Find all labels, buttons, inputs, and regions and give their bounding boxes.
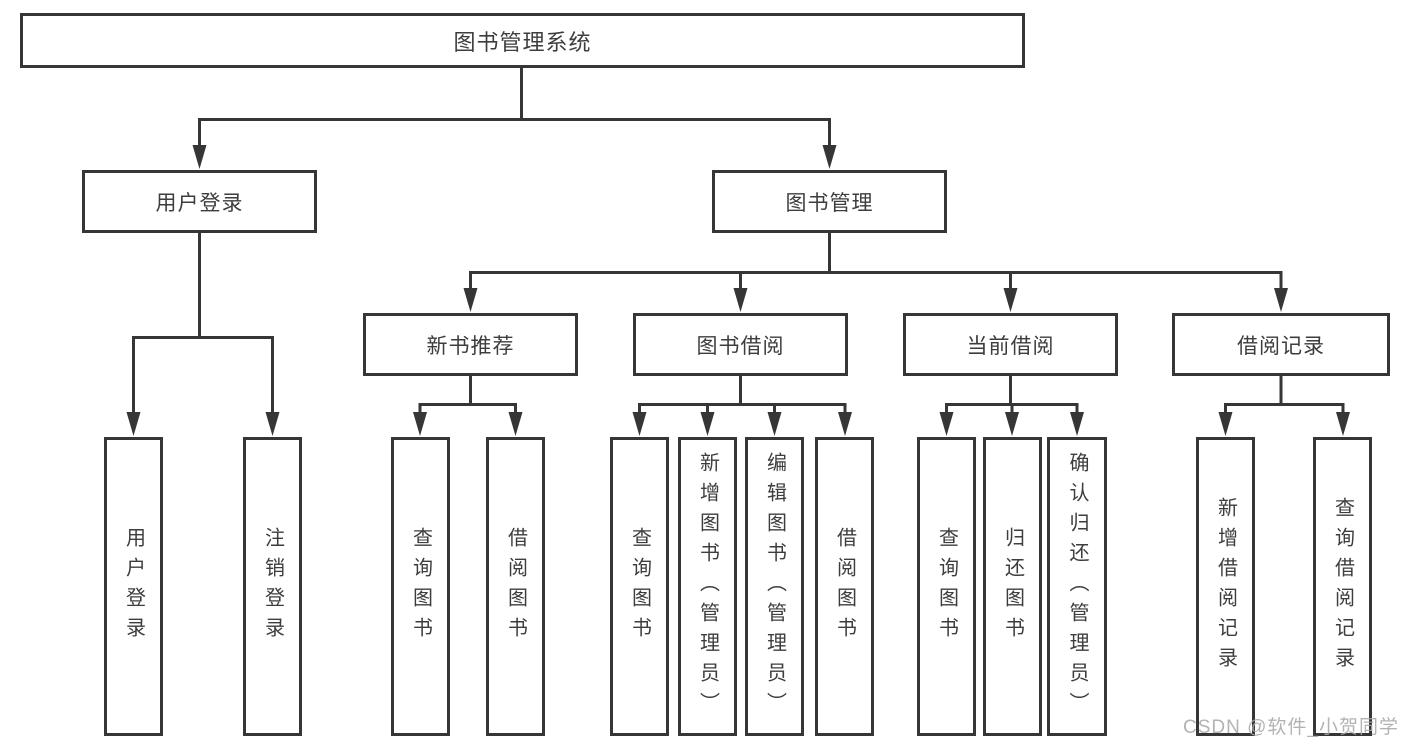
node-current-borrow: 当前借阅 [903,313,1118,376]
leaf-newbook-query-books: 查询图书 [391,437,450,736]
arrow-down-icon [126,412,141,436]
arrow-down-icon [1005,412,1019,436]
arrow-down-icon [767,412,782,436]
node-label: 查询借阅记录 [1331,496,1354,677]
leaf-user-login: 用户登录 [104,437,163,736]
node-label: 借阅记录 [1237,334,1325,358]
node-label: 图书管理 [785,191,874,215]
leaf-borrow-add-books-admin: 新增图书（管理员） [678,437,737,736]
node-label: 图书借阅 [696,334,785,358]
arrow-down-icon [1274,288,1288,312]
connector-new-book-children [413,374,523,436]
arrow-down-icon [413,412,427,436]
node-label: 借阅图书 [504,526,527,647]
arrow-down-icon [939,412,954,436]
node-root-library-system: 图书管理系统 [20,13,1025,68]
arrow-down-icon [632,412,647,436]
arrow-down-icon [822,145,837,169]
node-user-login-branch: 用户登录 [82,170,317,233]
node-book-borrow: 图书借阅 [633,313,848,376]
node-label: 图书管理系统 [453,29,592,55]
node-label: 确认归还（管理员） [1066,451,1088,722]
leaf-borrow-borrow-books: 借阅图书 [815,437,874,736]
node-label: 用户登录 [122,526,145,647]
arrow-down-icon [733,288,748,312]
node-label: 查询图书 [628,526,651,647]
connector-book-borrow-children [632,374,852,436]
node-label: 新增借阅记录 [1214,496,1237,677]
node-label: 归还图书 [1001,526,1024,647]
node-label: 借阅图书 [833,526,856,647]
arrow-down-icon [265,412,280,436]
arrow-down-icon [1070,412,1084,436]
arrow-down-icon [508,412,523,436]
leaf-borrow-edit-books-admin: 编辑图书（管理员） [745,437,804,736]
connector-current-borrow-children [939,374,1084,436]
arrow-down-icon [700,412,715,436]
node-label: 用户登录 [155,191,244,215]
csdn-watermark: CSDN @软件_小贺同学 [1183,717,1399,738]
connector-root-to-level2 [192,66,837,169]
leaf-borrow-query-books: 查询图书 [610,437,669,736]
connector-borrow-record-children [1218,374,1350,436]
node-new-book-recommend: 新书推荐 [363,313,578,376]
node-label: 新增图书（管理员） [696,451,719,722]
node-borrow-record: 借阅记录 [1172,313,1390,376]
arrow-down-icon [192,145,207,169]
leaf-current-confirm-return-admin: 确认归还（管理员） [1047,437,1107,736]
leaf-newbook-borrow-books: 借阅图书 [486,437,545,736]
leaf-logout-login: 注销登录 [243,437,302,736]
arrow-down-icon [838,412,852,436]
leaf-current-return-books: 归还图书 [983,437,1042,736]
connector-book-management-children [463,231,1288,312]
arrow-down-icon [1336,412,1350,436]
node-label: 当前借阅 [966,334,1055,358]
node-label: 注销登录 [261,526,284,647]
node-book-management-branch: 图书管理 [712,170,947,233]
node-label: 查询图书 [409,526,432,647]
leaf-record-add-borrow-record: 新增借阅记录 [1196,437,1255,736]
arrow-down-icon [1218,412,1233,436]
arrow-down-icon [463,288,478,312]
node-label: 编辑图书（管理员） [763,451,786,722]
leaf-record-query-borrow-record: 查询借阅记录 [1313,437,1372,736]
node-label: 新书推荐 [426,334,515,358]
leaf-current-query-books: 查询图书 [917,437,976,736]
node-label: 查询图书 [935,526,958,647]
connector-user-login-children [126,231,280,436]
arrow-down-icon [1003,288,1018,312]
